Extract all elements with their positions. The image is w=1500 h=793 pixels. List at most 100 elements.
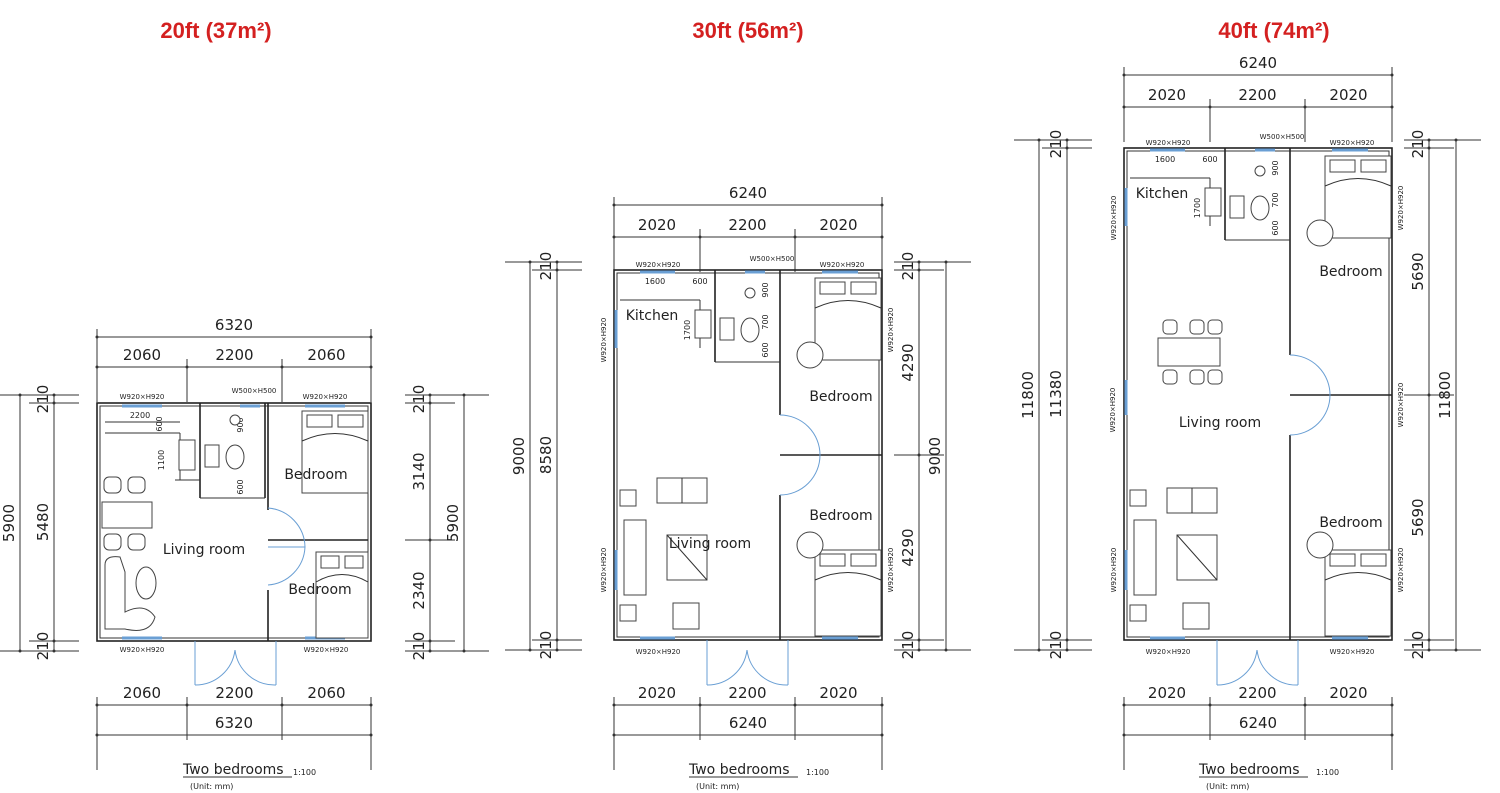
top-total-dim-label: 6240 [1239,54,1277,72]
top-total-dim-dot [1122,73,1126,77]
dim-shower: 900 [1271,160,1280,175]
window-label-w920: W920×H920 [1146,648,1191,656]
window-label-w920: W920×H920 [1397,186,1405,231]
right-dim-dot [428,401,432,405]
window-label-w500: W500×H500 [750,255,795,263]
top-seg-dim-dot [1122,105,1126,109]
right-dim-label: 210 [899,252,917,281]
left-outer-dim-label: 5900 [0,504,18,542]
bottom-seg-dim-label: 2020 [1329,684,1367,702]
right-dim-dot [917,260,921,264]
room-label-kitchen: Kitchen [1136,186,1189,202]
bottom-seg-dim-dot [1303,703,1307,707]
toilet-icon [225,444,245,470]
entry-door-swing [1216,649,1258,686]
right-outer-dim-dot [944,648,948,652]
left-inner-dim-dot [52,649,56,653]
window-label-w920: W920×H920 [1330,139,1375,147]
top-seg-dim-dot [369,365,373,369]
pillow [1360,553,1387,567]
window-label-w500: W500×H500 [1260,133,1305,141]
toilet-icon [1250,195,1270,221]
bottom-total-dim-dot [95,733,99,737]
window-label-w920: W920×H920 [1110,548,1118,593]
entry-door-swing [706,649,748,686]
window-label-w500: W500×H500 [232,387,277,395]
top-total-dim-dot [95,335,99,339]
side-table [1129,604,1147,622]
armchair [1182,602,1210,630]
entry-door-swing [746,649,789,686]
pillow [1329,553,1356,567]
room-label-bedroom: Bedroom [288,582,351,598]
top-seg-dim-dot [1390,105,1394,109]
window-label-w920: W920×H920 [1110,196,1118,241]
plan-caption: Two bedrooms [182,762,284,778]
dim-counter: 600 [692,277,707,286]
armchair [672,602,700,630]
right-dim-dot [1427,638,1431,642]
sectional-sofa [104,556,156,631]
window-label-w920: W920×H920 [1397,383,1405,428]
right-outer-dim-dot [944,260,948,264]
chair [1162,319,1178,335]
top-seg-dim-label: 2020 [1329,86,1367,104]
door-swing [1289,354,1331,396]
left-outer-dim-label: 9000 [510,437,528,475]
top-seg-dim-label: 2060 [123,346,161,364]
left-inner-dim-dot [52,639,56,643]
dim-kitchen: 1700 [1193,198,1202,218]
plan-units: (Unit: mm) [696,782,739,791]
window-label-w920: W920×H920 [887,548,895,593]
bottom-seg-dim-dot [1390,703,1394,707]
room-label-kitchen: Kitchen [626,308,679,324]
top-total-dim-dot [880,203,884,207]
bottom-total-dim-label: 6320 [215,714,253,732]
dim-toilet: 700 [761,314,770,329]
room-label-bedroom: Bedroom [809,508,872,524]
left-inner-dim-dot [555,260,559,264]
left-inner-dim-label: 210 [34,385,52,414]
bottom-seg-dim-label: 2200 [728,684,766,702]
top-seg-dim-dot [1208,105,1212,109]
blanket [814,300,882,309]
side-table [619,489,637,507]
window-label-w920: W920×H920 [600,318,608,363]
window-label-w920: W920×H920 [820,261,865,269]
top-seg-dim-label: 2200 [1238,86,1276,104]
right-dim-label: 210 [1409,130,1427,159]
door-swing [779,454,821,496]
door-swing [1289,394,1331,436]
plan-scale: 1:100 [1316,768,1339,777]
top-seg-dim-label: 2060 [307,346,345,364]
bottom-seg-dim-dot [280,703,284,707]
right-outer-dim-label: 5900 [444,504,462,542]
pillow [344,555,364,569]
bottom-seg-dim-label: 2060 [123,684,161,702]
top-seg-dim-dot [793,235,797,239]
dining-table [101,501,153,529]
left-outer-dim-dot [18,393,22,397]
pillow [819,281,846,295]
entry-door-swing [1256,649,1299,686]
dim-shower: 900 [761,282,770,297]
plan-units: (Unit: mm) [1206,782,1249,791]
blanket [315,574,369,583]
chair [1162,369,1178,385]
left-inner-dim-dot [555,638,559,642]
right-dim-dot [917,268,921,272]
right-outer-dim-label: 11800 [1436,371,1454,419]
window-label-w920: W920×H920 [304,646,349,654]
side-table [1129,489,1147,507]
bottom-seg-dim-dot [1122,703,1126,707]
right-dim-label: 210 [1409,631,1427,660]
left-inner-dim-label: 8580 [537,436,555,474]
top-seg-dim-label: 2200 [728,216,766,234]
left-outer-dim-dot [1037,138,1041,142]
door-swing [267,507,306,548]
bottom-seg-dim-dot [793,703,797,707]
bottom-total-dim-dot [880,733,884,737]
window-label-w920: W920×H920 [1146,139,1191,147]
right-dim-label: 210 [899,631,917,660]
